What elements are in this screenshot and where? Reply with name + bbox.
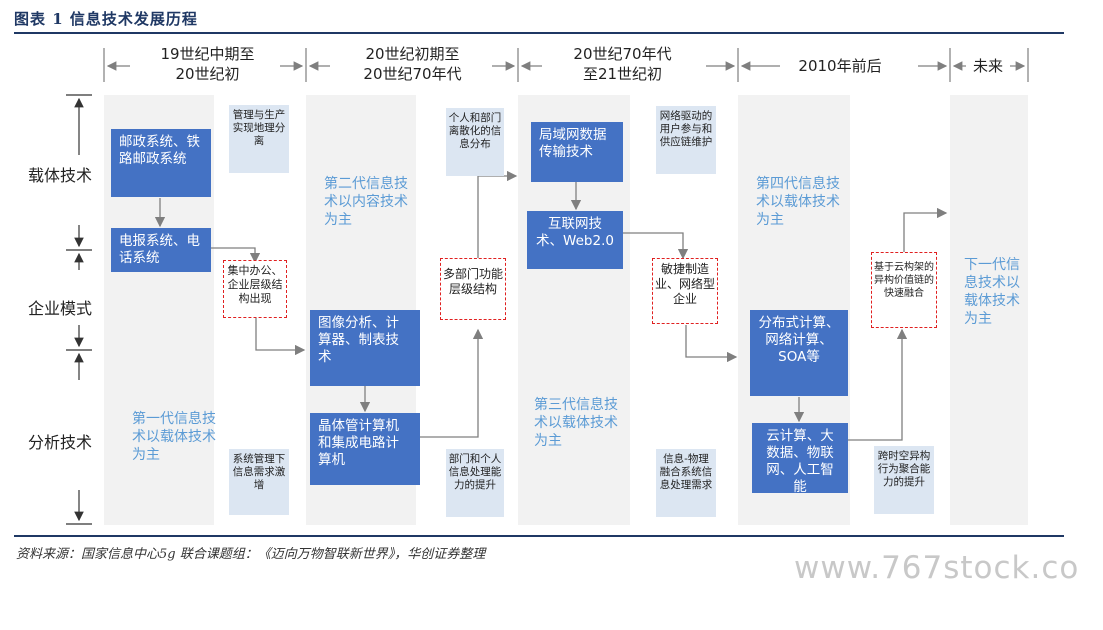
row-label-analysis: 分析技术 [28, 433, 93, 452]
telegraph-system-box: 电报系统、电话系统 [111, 228, 211, 272]
period-2: 20世纪初期至 20世纪70年代 [363, 45, 462, 83]
figure-title: 图表 1 信息技术发展历程 [14, 10, 198, 28]
note-dept-capacity: 部门和个人信息处理能力的提升 [446, 449, 504, 517]
internet-web2-box: 互联网技术、Web2.0 [527, 211, 623, 269]
watermark: www.767stock.co [794, 550, 1080, 586]
distributed-computing-box: 分布式计算、网络计算、SOA等 [750, 310, 848, 396]
row-axis [66, 94, 92, 525]
postal-system-box: 邮政系统、铁路邮政系统 [111, 129, 211, 197]
header-brackets [103, 48, 1029, 82]
transistor-computer-box: 晶体管计算机和集成电路计算机 [310, 413, 420, 485]
period-3: 20世纪70年代 至21世纪初 [573, 45, 672, 83]
cloud-ai-box: 云计算、大数据、物联网、人工智能 [752, 423, 848, 495]
note-mgmt-separation: 管理与生产实现地理分离 [229, 105, 289, 173]
dashed-cloud-value-chain: 基于云构架的异构价值链的快速融合 [871, 252, 937, 328]
row-label-carrier: 载体技术 [28, 166, 93, 185]
gen-4-label: 第四代信息技术以载体技术为主 [756, 176, 840, 228]
note-network-driven: 网络驱动的用户参与和供应链维护 [656, 106, 716, 174]
source-note: 资料来源：国家信息中心5g 联合课题组：《迈向万物智联新世界》，华创证券整理 [16, 547, 486, 562]
dashed-agile-enterprise: 敏捷制造业、网络型企业 [652, 258, 718, 324]
gen-3-label: 第三代信息技术以载体技术为主 [534, 397, 618, 449]
panel-5 [950, 95, 1028, 525]
period-1: 19世纪中期至 20世纪初 [160, 45, 255, 83]
row-label-enterprise: 企业模式 [28, 299, 93, 318]
note-system-demand: 系统管理下信息需求激增 [229, 449, 289, 515]
title-rule [14, 32, 1064, 34]
dashed-centralized-office: 集中办公、企业层级结构出现 [223, 260, 287, 318]
image-analysis-box: 图像分析、计算器、制表技术 [310, 310, 420, 386]
note-cross-space: 跨时空异构行为聚合能力的提升 [874, 446, 934, 514]
gen-2-label: 第二代信息技术以内容技术为主 [324, 176, 408, 228]
dashed-multi-dept: 多部门功能层级结构 [440, 258, 506, 320]
note-cps-demand: 信息-物理融合系统信息处理需求 [656, 449, 716, 517]
gen-1-label: 第一代信息技术以载体技术为主 [132, 411, 216, 463]
flow-arrows [154, 170, 948, 441]
note-personal-distribution: 个人和部门离散化的信息分布 [446, 108, 504, 176]
lan-box: 局域网数据传输技术 [531, 122, 623, 182]
bottom-rule [14, 535, 1064, 537]
period-4: 2010年前后 [798, 57, 882, 75]
next-gen-label: 下一代信息技术以载体技术为主 [964, 257, 1020, 327]
period-5: 未来 [972, 57, 1003, 75]
